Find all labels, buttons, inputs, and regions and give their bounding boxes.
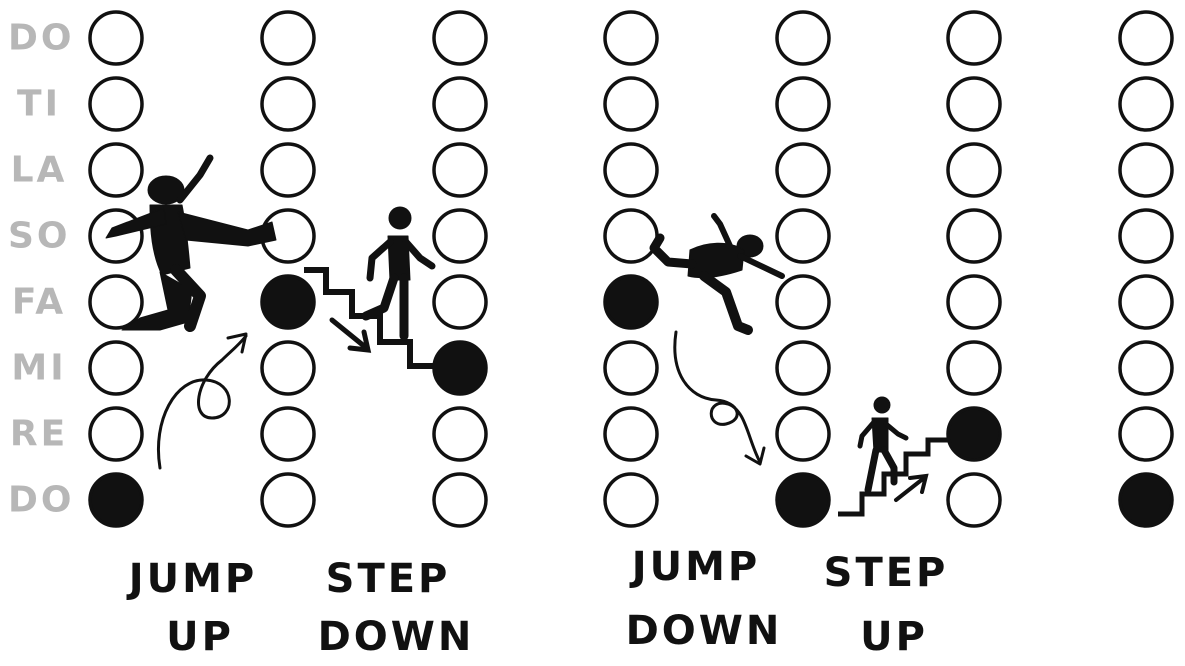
note-circle bbox=[1120, 12, 1172, 64]
note-circle bbox=[948, 474, 1000, 526]
curly-arrow-icon bbox=[675, 332, 764, 464]
note-circle bbox=[262, 144, 314, 196]
note-circle bbox=[262, 78, 314, 130]
note-circle bbox=[90, 78, 142, 130]
note-circle bbox=[1120, 78, 1172, 130]
note-circle bbox=[777, 210, 829, 262]
note-circle-filled bbox=[605, 276, 657, 328]
note-circle bbox=[262, 342, 314, 394]
note-circle bbox=[434, 210, 486, 262]
note-circle bbox=[605, 474, 657, 526]
note-circle-filled bbox=[434, 342, 486, 394]
caption-jump-down-line2: DOWN bbox=[626, 608, 783, 654]
note-circle bbox=[90, 12, 142, 64]
note-circle bbox=[777, 276, 829, 328]
note-circle bbox=[948, 276, 1000, 328]
caption-jump-up-line2: UP bbox=[166, 614, 234, 660]
note-circle bbox=[434, 78, 486, 130]
note-circle bbox=[605, 408, 657, 460]
caption-jump-down-line1: JUMP bbox=[632, 544, 760, 590]
note-circle bbox=[434, 408, 486, 460]
note-circle bbox=[1120, 276, 1172, 328]
curly-arrow-icon bbox=[158, 334, 246, 468]
straight-arrow-icon bbox=[332, 320, 368, 350]
note-circle-filled bbox=[1120, 474, 1172, 526]
note-circle-filled bbox=[90, 474, 142, 526]
note-circle bbox=[948, 210, 1000, 262]
straight-arrow-icon bbox=[896, 476, 926, 500]
note-circle bbox=[605, 78, 657, 130]
note-circle bbox=[777, 78, 829, 130]
note-circle bbox=[262, 408, 314, 460]
note-circle bbox=[90, 342, 142, 394]
note-circle bbox=[605, 12, 657, 64]
note-circle bbox=[948, 12, 1000, 64]
note-circle bbox=[434, 276, 486, 328]
note-circle bbox=[605, 144, 657, 196]
note-circle bbox=[605, 342, 657, 394]
note-circle bbox=[1120, 210, 1172, 262]
note-circle bbox=[777, 144, 829, 196]
note-circle-filled bbox=[948, 408, 1000, 460]
caption-step-down-line1: STEP bbox=[326, 556, 451, 602]
caption-jump-up-line1: JUMP bbox=[129, 556, 257, 602]
note-circle bbox=[948, 342, 1000, 394]
caption-step-up-line1: STEP bbox=[824, 550, 949, 596]
note-circle bbox=[948, 78, 1000, 130]
note-columns bbox=[90, 12, 1172, 526]
note-circle bbox=[90, 144, 142, 196]
note-circle bbox=[434, 12, 486, 64]
note-circle bbox=[1120, 144, 1172, 196]
note-circle bbox=[262, 12, 314, 64]
note-circle bbox=[777, 342, 829, 394]
note-circle bbox=[90, 276, 142, 328]
note-circle bbox=[1120, 408, 1172, 460]
note-circle bbox=[948, 144, 1000, 196]
note-circle bbox=[90, 408, 142, 460]
note-circle-filled bbox=[777, 474, 829, 526]
note-circle bbox=[605, 210, 657, 262]
note-circle bbox=[777, 12, 829, 64]
caption-step-up-line2: UP bbox=[860, 614, 928, 660]
falling-person-icon bbox=[654, 216, 782, 330]
caption-step-down-line2: DOWN bbox=[318, 614, 475, 660]
note-circle bbox=[777, 408, 829, 460]
note-circle bbox=[1120, 342, 1172, 394]
note-circle bbox=[262, 474, 314, 526]
note-circle bbox=[434, 144, 486, 196]
note-circle bbox=[434, 474, 486, 526]
note-circle-filled bbox=[262, 276, 314, 328]
